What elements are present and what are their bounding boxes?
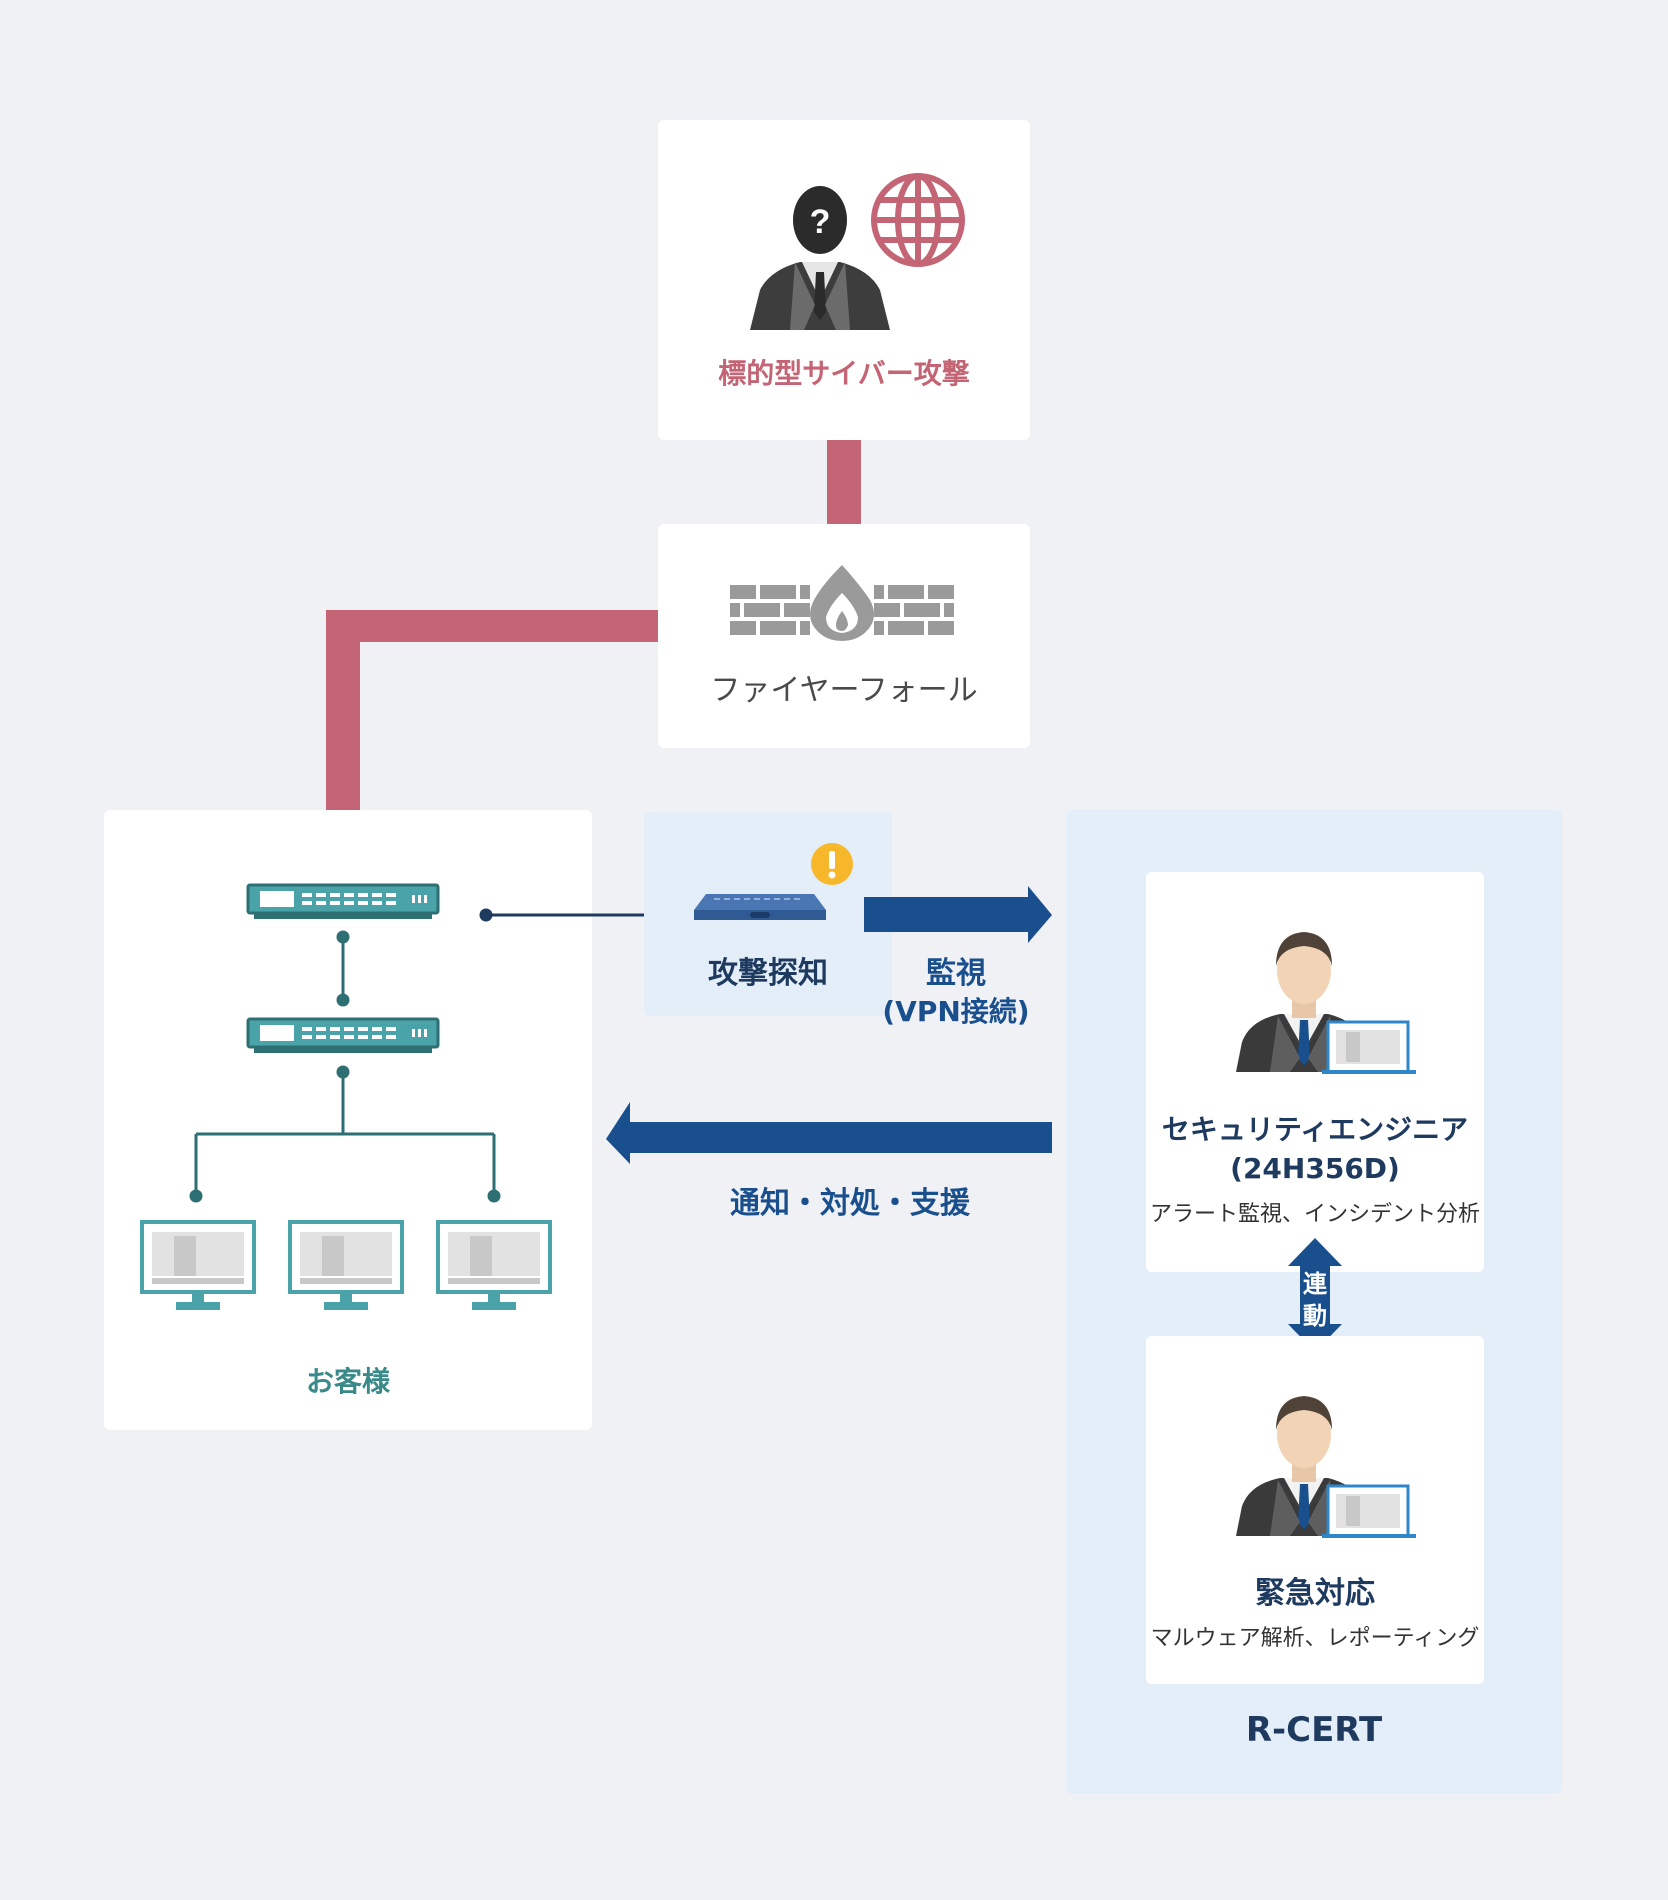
- engineer-description: アラート監視、インシデント分析: [1149, 1202, 1480, 1227]
- emergency-description: マルウェア解析、レポーティング: [1150, 1626, 1480, 1651]
- link-label-bottom: 動: [1303, 1302, 1327, 1330]
- link-label-top: 連: [1303, 1270, 1327, 1298]
- rcert-label: R-CERT: [1245, 1710, 1383, 1750]
- network-switch-icon: [246, 1017, 440, 1053]
- firewall-label: ファイヤーフォール: [710, 673, 978, 708]
- monitor-label-line2: (VPN接続): [882, 995, 1030, 1028]
- alert-icon: [811, 843, 853, 885]
- monitor-label-line1: 監視: [926, 956, 986, 991]
- anonymous-person-icon: ?: [750, 186, 890, 330]
- attack-path-vertical: [827, 440, 861, 524]
- detector-label: 攻撃探知: [708, 956, 828, 991]
- notify-label: 通知・対処・支援: [730, 1186, 970, 1221]
- monitor-icon: [288, 1220, 404, 1310]
- firewall-icon: [730, 565, 954, 641]
- network-switch-icon: [246, 883, 440, 919]
- customer-label: お客様: [305, 1365, 390, 1398]
- link-arrow: [1288, 1238, 1342, 1352]
- responder-person-icon: [1236, 1396, 1416, 1538]
- engineer-person-icon: [1236, 932, 1416, 1074]
- globe-icon: [871, 173, 965, 267]
- svg-text:?: ?: [810, 203, 831, 241]
- engineer-title: セキュリティエンジニア: [1161, 1113, 1469, 1146]
- monitor-icon: [140, 1220, 256, 1310]
- emergency-title: 緊急対応: [1255, 1576, 1375, 1611]
- attacker-label: 標的型サイバー攻撃: [718, 357, 970, 390]
- monitor-icon: [436, 1220, 552, 1310]
- engineer-subtitle: (24H356D): [1230, 1152, 1400, 1185]
- detection-device-icon: [694, 894, 826, 920]
